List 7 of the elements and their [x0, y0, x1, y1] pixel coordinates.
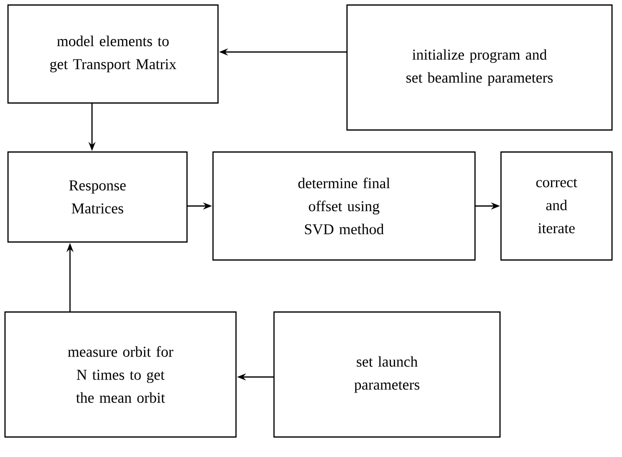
- process-box: set launch parameters: [273, 311, 501, 438]
- process-box: determine final offset using SVD method: [212, 151, 476, 261]
- process-box: measure orbit for N times to get the mean orbit: [4, 311, 237, 438]
- process-box: Response Matrices: [7, 151, 188, 243]
- process-box: correct and iterate: [500, 151, 613, 261]
- process-box: model elements to get Transport Matrix: [7, 4, 219, 104]
- process-box: initialize program and set beamline parameters: [346, 4, 613, 131]
